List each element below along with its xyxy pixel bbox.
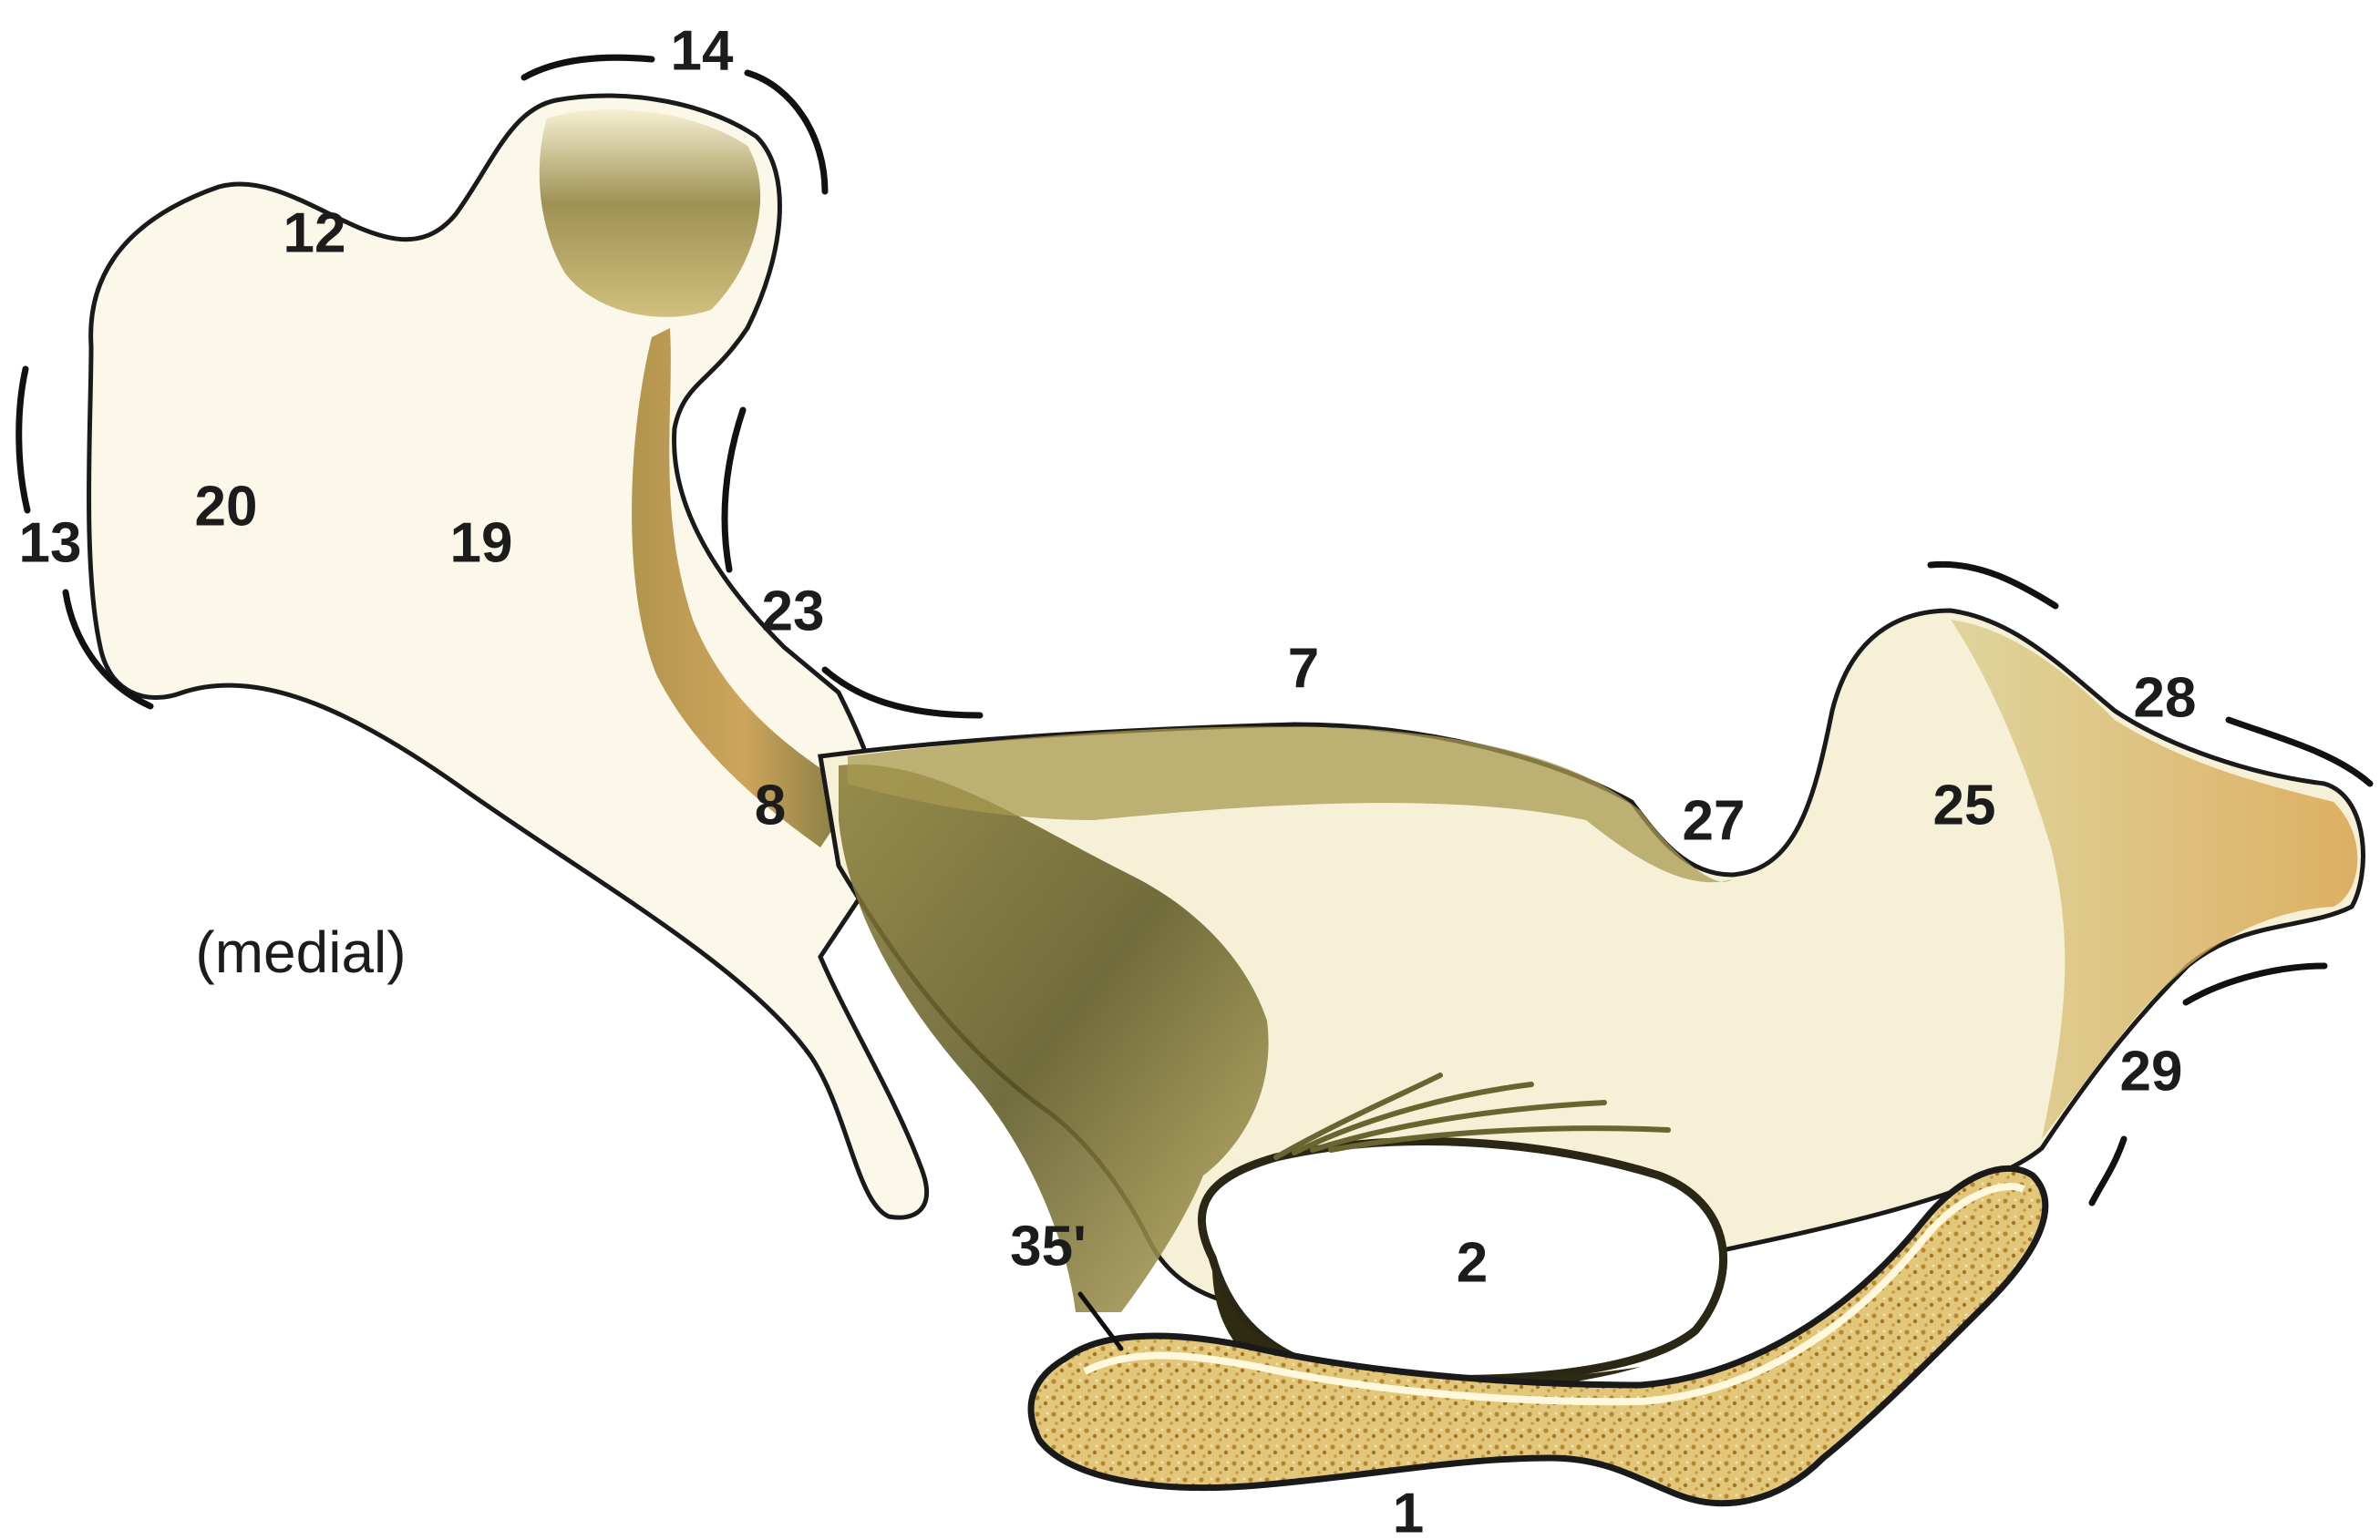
label-7: 7 bbox=[1288, 637, 1319, 700]
brace-29-lower bbox=[2092, 1139, 2124, 1203]
label-medial: (medial) bbox=[195, 919, 406, 985]
bone-body bbox=[89, 96, 2364, 1504]
brace-29 bbox=[2186, 966, 2324, 1002]
label-28: 28 bbox=[2134, 666, 2197, 729]
brace-14 bbox=[524, 57, 652, 77]
label-19: 19 bbox=[450, 511, 513, 574]
label-1: 1 bbox=[1393, 1482, 1424, 1540]
label-20: 20 bbox=[195, 475, 258, 538]
label-29: 29 bbox=[2120, 1040, 2183, 1103]
brace-28 bbox=[1931, 564, 2055, 606]
label-23: 23 bbox=[762, 580, 825, 642]
label-13: 13 bbox=[19, 511, 82, 574]
label-8: 8 bbox=[755, 774, 786, 837]
label-27: 27 bbox=[1683, 789, 1746, 852]
medial-process bbox=[89, 96, 927, 1217]
label-25: 25 bbox=[1933, 774, 1996, 837]
label-12: 12 bbox=[283, 201, 346, 264]
brace-23 bbox=[725, 410, 743, 570]
brace-13 bbox=[19, 369, 27, 510]
label-35-prime: 35' bbox=[1010, 1215, 1087, 1278]
label-2: 2 bbox=[1457, 1231, 1488, 1294]
label-14: 14 bbox=[671, 19, 734, 82]
